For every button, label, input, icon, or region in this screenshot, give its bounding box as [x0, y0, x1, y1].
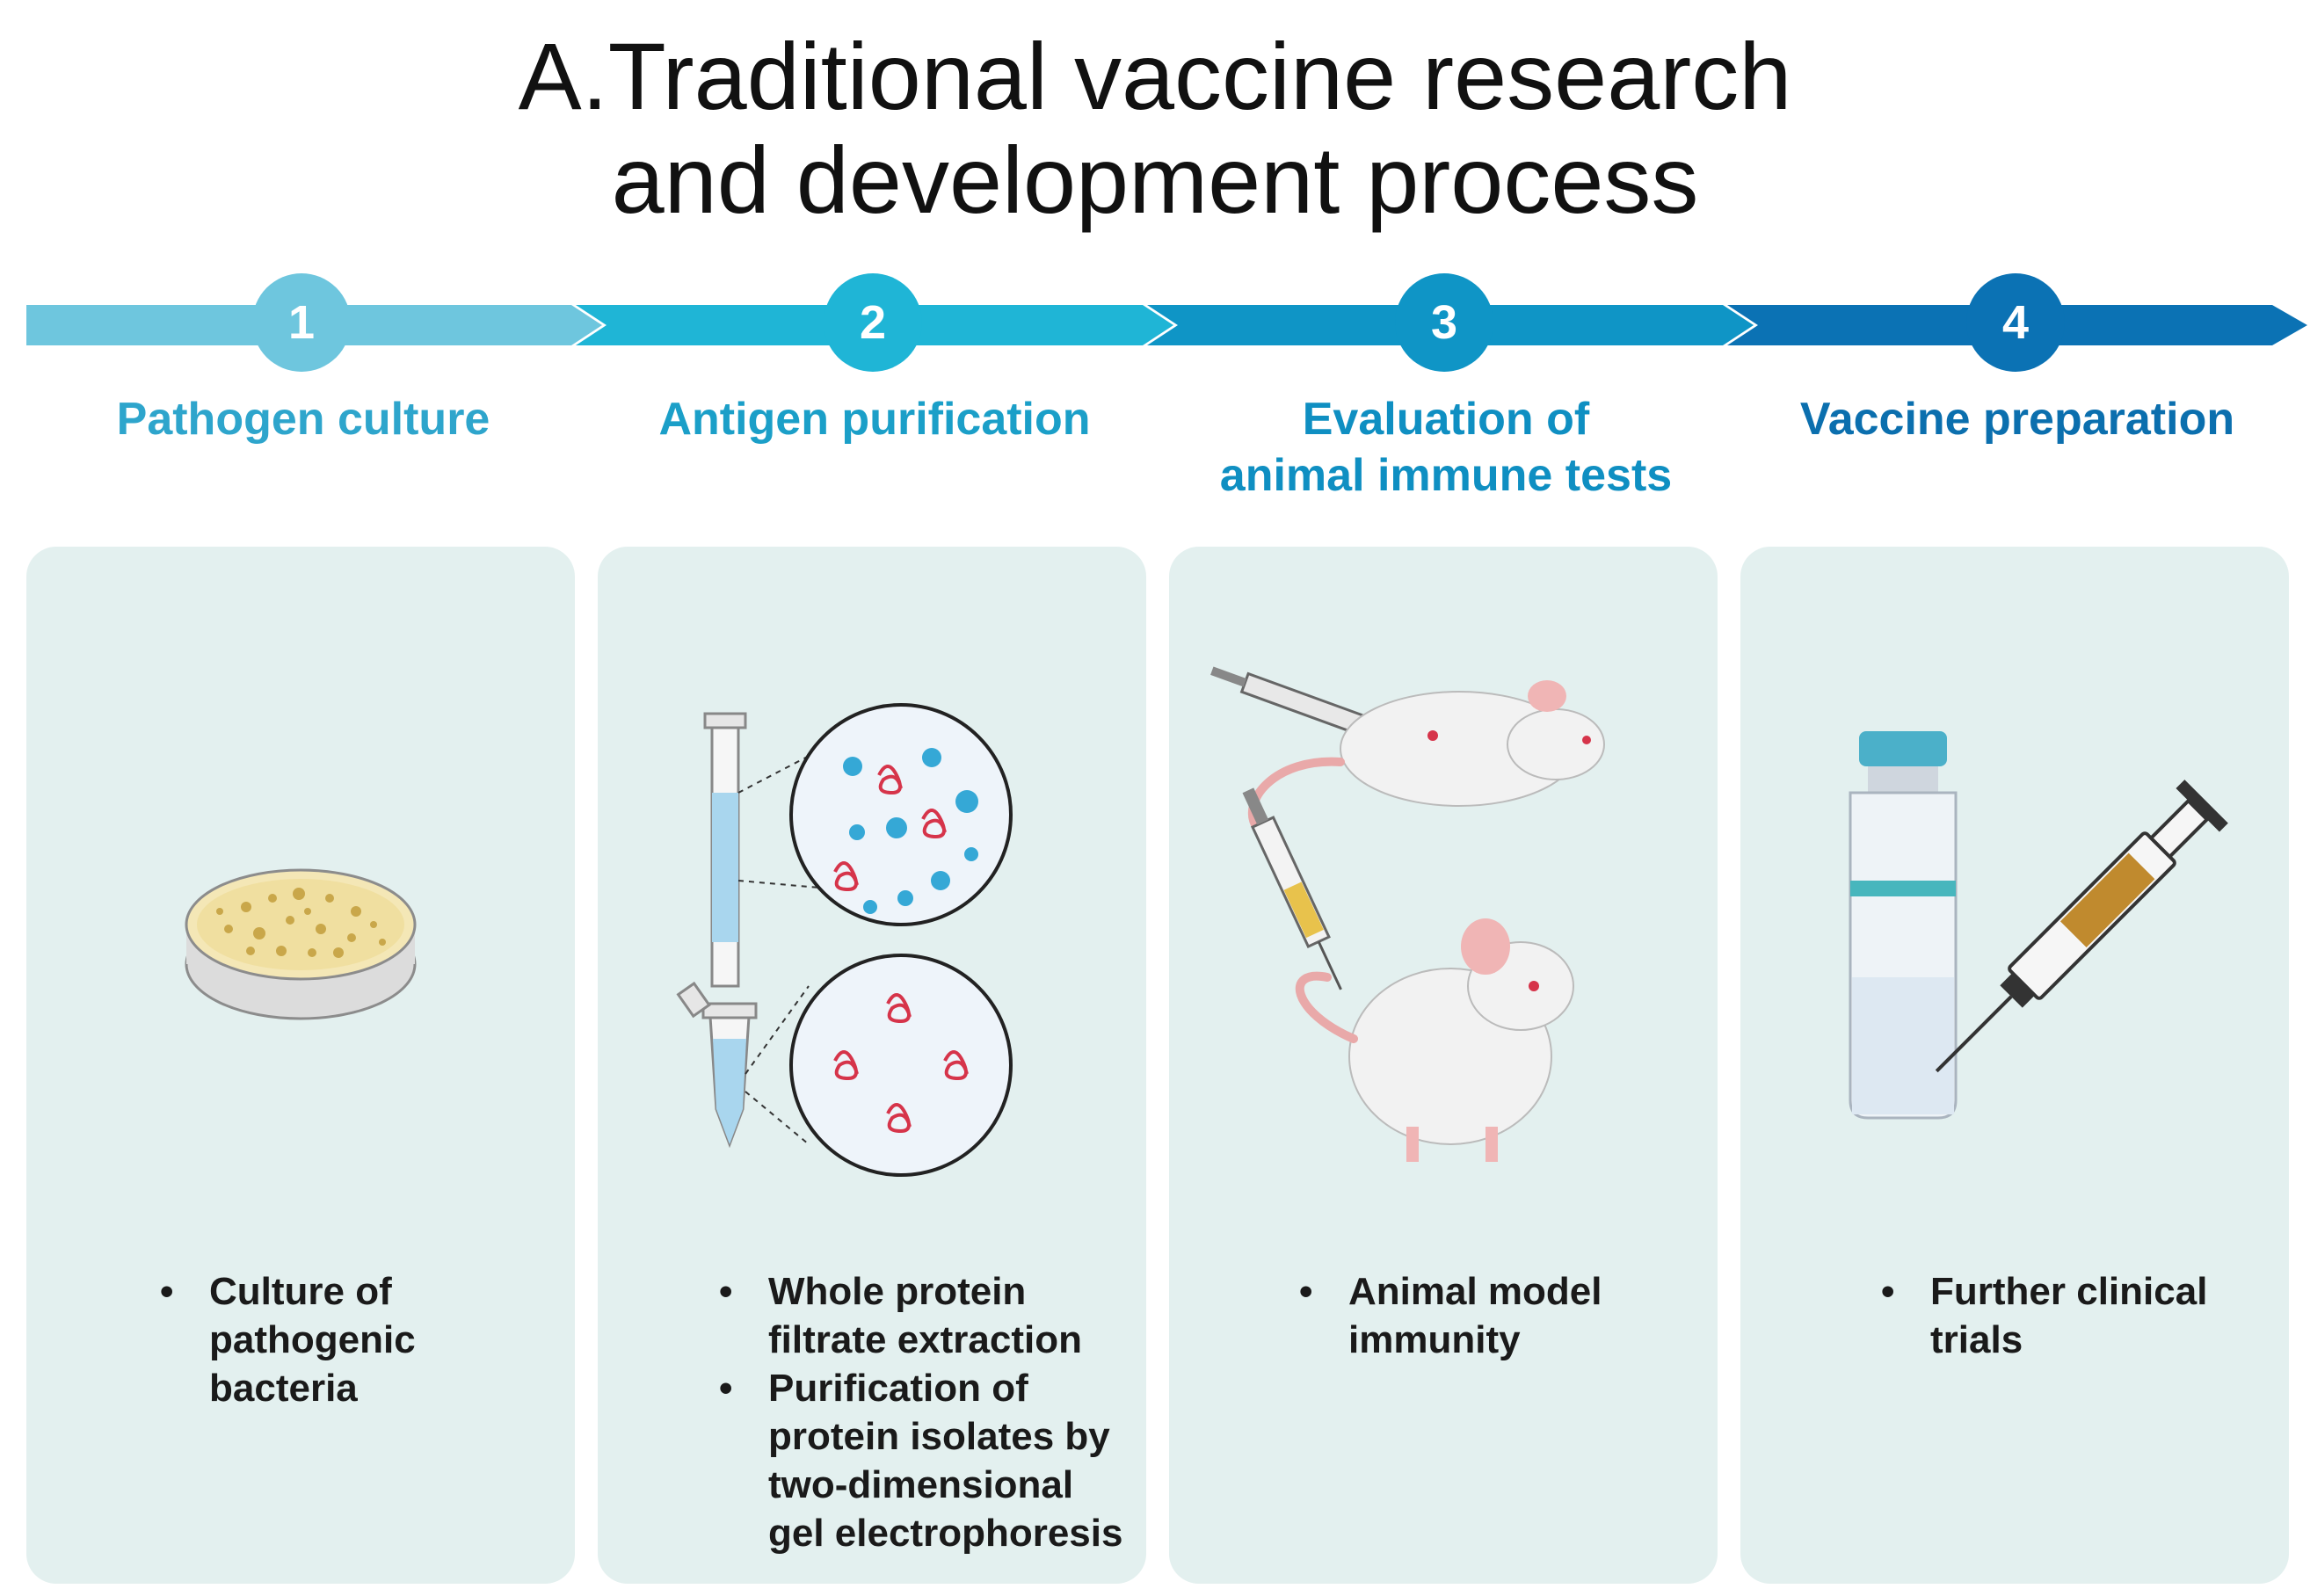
bullet-item: Culture of pathogenic bacteria [160, 1267, 547, 1412]
step-heading-1: Pathogen culture [22, 391, 585, 447]
step-heading-3-line-2: animal immune tests [1219, 450, 1673, 501]
bullet-item: Further clinical trials [1881, 1267, 2250, 1364]
step-heading-3: Evaluation of animal immune tests [1165, 391, 1727, 504]
bullet-item: Purification of protein isolates by two-… [719, 1364, 1132, 1557]
syringe-icon [1242, 787, 1342, 990]
mouse-icon [1248, 680, 1605, 832]
mouse-icon [1295, 918, 1574, 1162]
step-number-4: 4 [2002, 296, 2029, 349]
step-heading-4-line-1: Vaccine preparation [1799, 394, 2235, 445]
step-heading-3-line-1: Evaluation of [1302, 394, 1590, 445]
step-circle-1 [252, 273, 351, 372]
process-timeline: 1 2 3 4 [26, 273, 2307, 372]
step-panel-4: Further clinical trials [1740, 547, 2289, 1584]
vaccine-vial-icon [1849, 731, 1958, 1120]
step-number-3: 3 [1431, 296, 1457, 349]
step-1-bullets: Culture of pathogenic bacteria [160, 1267, 547, 1412]
step-circle-4 [1966, 273, 2065, 372]
step-panel-1: Culture of pathogenic bacteria [26, 547, 575, 1584]
step-circle-2 [824, 273, 922, 372]
syringe-icon [1935, 780, 2228, 1073]
title-line-2: and development process [611, 127, 1699, 233]
bullet-item: Animal model immunity [1299, 1267, 1686, 1364]
step-heading-4: Vaccine preparation [1736, 391, 2299, 447]
step-4-bullets: Further clinical trials [1881, 1267, 2250, 1364]
step-number-1: 1 [288, 296, 315, 349]
diagram-title: A.Traditional vaccine research and devel… [0, 25, 2310, 232]
title-line-1: A.Traditional vaccine research [518, 23, 1792, 129]
protein-bead-magnifier-icon [789, 703, 1013, 1177]
step-number-2: 2 [860, 296, 886, 349]
step-circle-3 [1395, 273, 1493, 372]
step-2-bullets: Whole protein filtrate extraction Purifi… [719, 1267, 1132, 1557]
petri-dish-icon [185, 868, 417, 1020]
step-panel-3: Animal model immunity [1169, 547, 1718, 1584]
step-panel-2: Whole protein filtrate extraction Purifi… [598, 547, 1146, 1584]
bullet-item: Whole protein filtrate extraction [719, 1267, 1132, 1364]
mouse-injection-icon [1210, 666, 1605, 1162]
step-heading-1-line-1: Pathogen culture [116, 394, 490, 445]
step-heading-2: Antigen purification [593, 391, 1156, 447]
step-3-bullets: Animal model immunity [1299, 1267, 1686, 1364]
step-heading-2-line-1: Antigen purification [658, 394, 1091, 445]
